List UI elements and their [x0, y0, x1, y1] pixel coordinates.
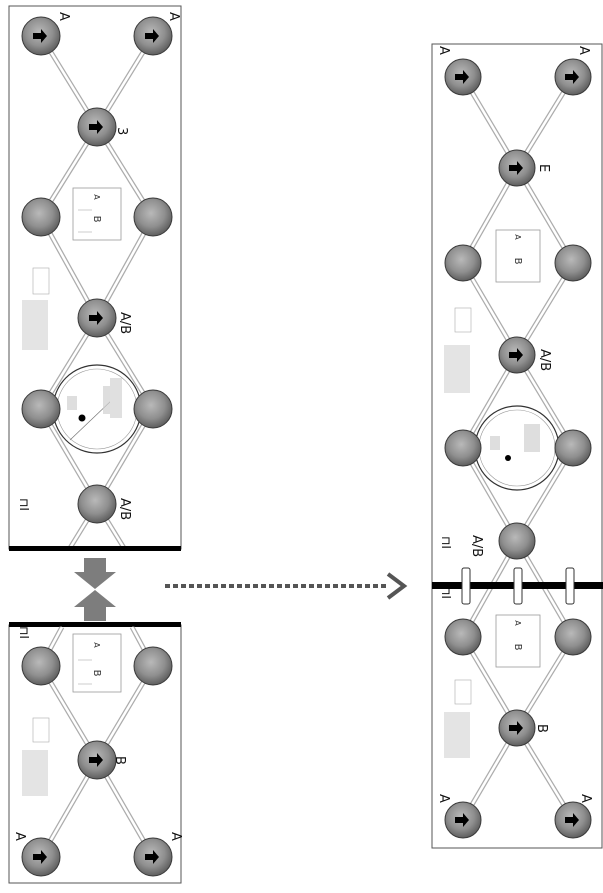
left-node [21, 197, 61, 237]
left-node-low-center-label: A/B [117, 498, 132, 520]
join-arrow-down-icon [74, 558, 116, 589]
bottom-node [133, 646, 173, 686]
left-node-top-center-label: 3 [114, 127, 129, 135]
assembled-node-low-center-label: A/B [469, 535, 484, 557]
left-info-box: A B [72, 187, 122, 241]
assembled-box-label-b2: B [512, 644, 523, 651]
bottom-info-box: A B [72, 633, 122, 693]
left-node [21, 389, 61, 429]
left-node-arrows [33, 29, 159, 325]
assembled-node-mid-center-label: A/B [537, 349, 552, 371]
assembled-bottom-right-letter: A [578, 794, 593, 803]
left-text-blocks [22, 267, 122, 418]
bottom-center-letter: B [112, 756, 127, 765]
left-box-label-b: B [91, 216, 102, 223]
bottom-right-letter: A [168, 832, 183, 841]
dotted-right-arrow-icon [165, 572, 408, 600]
left-template: A B A A [8, 5, 182, 551]
bottom-template: A B B A A ⊓I [8, 622, 183, 884]
left-labels: A A 3 A/B A/B ⊓I [17, 12, 181, 520]
assembled-top-left-letter: A [436, 46, 451, 55]
left-node [133, 389, 173, 429]
bottom-box-label-b: B [91, 670, 102, 677]
join-arrow-up-icon [74, 590, 116, 621]
assembled-box-label-a: A [513, 234, 522, 240]
left-node [77, 484, 117, 524]
assembled-center-letter-bottom: B [534, 724, 549, 733]
bottom-node [21, 646, 61, 686]
left-node [133, 197, 173, 237]
left-dial [52, 364, 142, 454]
left-corner-glyph: ⊓I [17, 498, 31, 511]
join-arrows [74, 558, 116, 621]
assembled-corner-glyph-upper: ⊓I [439, 536, 453, 549]
assembled-corner-glyph-lower: ⊓I [439, 586, 453, 599]
left-top-left-letter: A [56, 12, 71, 21]
assembled-node [444, 244, 482, 282]
assembled-node [444, 618, 482, 656]
bottom-template-edge-bar [9, 622, 181, 627]
assembled-node [498, 522, 536, 560]
assembled-bottom-left-letter: A [436, 794, 451, 803]
left-node-mid-center-label: A/B [117, 312, 132, 334]
assembled-node [554, 618, 592, 656]
bottom-left-letter: A [12, 832, 27, 841]
left-template-edge-bar [9, 546, 181, 551]
assembled-template: A B A B [431, 43, 603, 849]
left-top-right-letter: A [166, 12, 181, 21]
left-box-label-a: A [92, 194, 101, 200]
bottom-corner-glyph: ⊓I [17, 626, 31, 639]
assembled-dial [474, 405, 560, 491]
assembled-node [554, 429, 592, 467]
assembled-box-label-b: B [512, 258, 523, 265]
assembled-info-box-upper: A B [495, 229, 541, 283]
assembled-box-label-a2: A [513, 620, 522, 626]
bottom-box-label-a: A [92, 642, 101, 648]
assembled-node [554, 244, 592, 282]
assembled-info-box-lower: A B [495, 614, 541, 668]
assembled-node [444, 429, 482, 467]
assembled-top-right-letter: A [576, 46, 591, 55]
assembled-node-top-center-label: E [536, 164, 551, 172]
assembled-join-tabs [461, 567, 575, 605]
